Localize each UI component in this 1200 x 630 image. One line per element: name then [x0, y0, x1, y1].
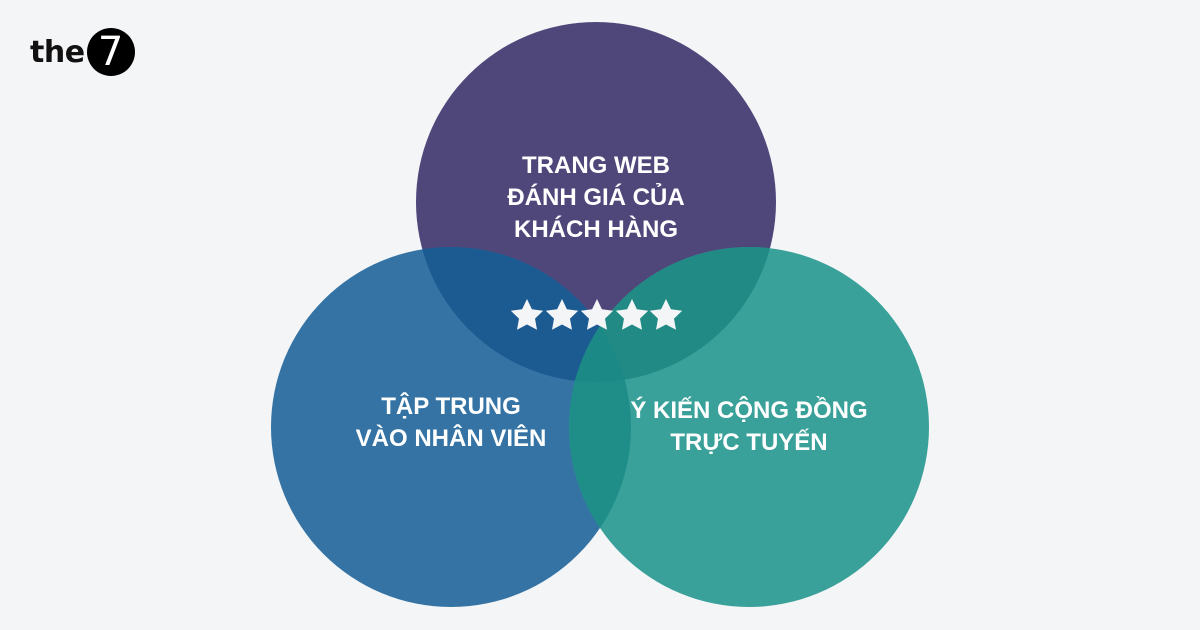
- logo-badge: 7: [86, 28, 135, 76]
- logo-text: the: [30, 34, 85, 70]
- star-icon: [545, 299, 579, 330]
- star-icon: [615, 299, 649, 330]
- star-icon: [510, 299, 544, 330]
- label-left: TẬP TRUNG VÀO NHÂN VIÊN: [355, 393, 547, 452]
- rating-stars: [510, 299, 683, 330]
- label-top: TRANG WEB ĐÁNH GIÁ CỦA KHÁCH HÀNG: [507, 152, 685, 243]
- star-icon: [580, 299, 614, 330]
- label-right: Ý KIẾN CỘNG ĐỒNG TRỰC TUYẾN: [630, 397, 868, 456]
- brand-logo: the 7: [30, 28, 135, 76]
- star-icon: [649, 299, 683, 330]
